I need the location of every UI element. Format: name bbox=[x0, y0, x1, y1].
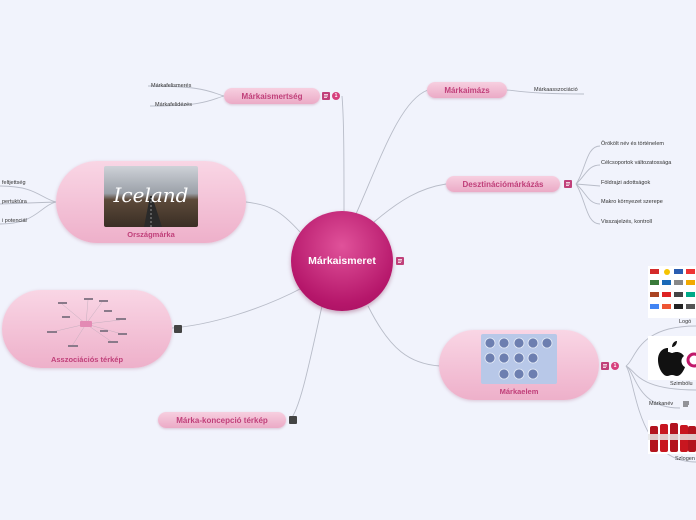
branch-markaimazs[interactable]: Márkaimázs bbox=[427, 82, 507, 98]
image-icon[interactable] bbox=[174, 325, 182, 333]
iceland-image: Iceland bbox=[104, 166, 198, 227]
note-icon[interactable] bbox=[322, 92, 330, 100]
branch-markaismertseg-label: Márkaismertség bbox=[241, 91, 303, 101]
note-icon[interactable] bbox=[564, 180, 572, 188]
branch-orszagmarka-label: Országmárka bbox=[127, 230, 175, 239]
branch-asszociacios[interactable]: Asszociációs térkép bbox=[2, 290, 172, 368]
leaf-markafelidezes[interactable]: Márkafelidézés bbox=[155, 102, 192, 108]
note-icon[interactable] bbox=[682, 400, 690, 408]
coca-cola-bottles bbox=[648, 423, 696, 452]
note-icon[interactable] bbox=[396, 257, 404, 265]
iceland-script: Iceland bbox=[113, 183, 189, 207]
branch-koncepcio[interactable]: Márka-koncepció térkép bbox=[158, 412, 286, 428]
leaf-visszajelzes[interactable]: Visszajelzés, kontroll bbox=[601, 219, 652, 225]
branch-koncepcio-label: Márka-koncepció térkép bbox=[176, 415, 268, 425]
branch-markaelem[interactable]: Márkaelem bbox=[439, 330, 599, 400]
leaf-markafelismeres[interactable]: Márkafelismerés bbox=[151, 83, 192, 89]
count-badge[interactable]: 1 bbox=[611, 362, 619, 370]
leaf-foldrajzi[interactable]: Földrajzi adottságok bbox=[601, 180, 651, 186]
badge-grid bbox=[484, 337, 553, 380]
leaf-orokolt-nev[interactable]: Örökölt név és történelem bbox=[601, 141, 664, 147]
leaf-potencial[interactable]: i potenciál bbox=[2, 218, 27, 224]
image-icon[interactable] bbox=[289, 416, 297, 424]
leaf-markaasszociacio[interactable]: Márkaasszociáció bbox=[534, 87, 578, 93]
count-badge[interactable]: 1 bbox=[332, 92, 340, 100]
leaf-markanev[interactable]: Márkanév bbox=[649, 401, 674, 407]
leaf-makro[interactable]: Makro környezet szerepe bbox=[601, 199, 663, 205]
branch-orszagmarka[interactable]: Iceland Országmárka bbox=[56, 161, 246, 243]
apple-symbol bbox=[658, 341, 696, 376]
leaf-szimbolum[interactable]: Szimbólu bbox=[670, 381, 693, 387]
symbols-image[interactable] bbox=[648, 336, 696, 380]
association-map-thumbnail bbox=[47, 298, 127, 347]
branch-desztinacio-label: Desztinációmárkázás bbox=[462, 179, 544, 189]
branch-markaimazs-label: Márkaimázs bbox=[444, 85, 490, 95]
leaf-feltjettseg[interactable]: feltjettség bbox=[2, 180, 26, 186]
leaf-szlogen[interactable]: Szlogen bbox=[675, 456, 695, 462]
logo-collage bbox=[650, 269, 695, 309]
slogan-image[interactable] bbox=[648, 420, 696, 454]
central-topic[interactable]: Márkaismeret bbox=[291, 211, 393, 311]
leaf-logo[interactable]: Logó bbox=[679, 319, 692, 325]
branch-asszociacios-label: Asszociációs térkép bbox=[50, 355, 124, 364]
leaf-pertuktura[interactable]: pertuktúra bbox=[2, 199, 27, 205]
central-topic-label: Márkaismeret bbox=[308, 255, 376, 267]
branch-markaismertseg[interactable]: Márkaismertség bbox=[224, 88, 320, 104]
branch-markaelem-label: Márkaelem bbox=[499, 387, 539, 396]
logos-image[interactable] bbox=[648, 266, 696, 318]
leaf-celcsoportok[interactable]: Célcsoportok változatossága bbox=[601, 160, 672, 166]
branch-desztinacio[interactable]: Desztinációmárkázás bbox=[446, 176, 560, 192]
badges-image bbox=[481, 334, 557, 384]
note-icon[interactable] bbox=[601, 362, 609, 370]
road-illustration bbox=[144, 196, 162, 227]
